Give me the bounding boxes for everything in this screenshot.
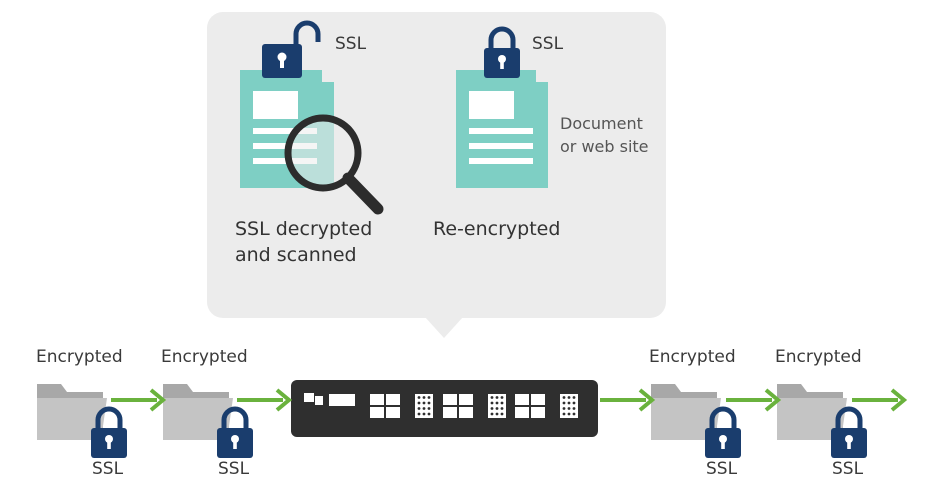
- reencrypted-document-icon: [456, 70, 548, 188]
- ssl-label-2: SSL: [218, 459, 250, 479]
- flow-arrow: [724, 388, 780, 412]
- ssl-label-unlocked: SSL: [335, 34, 367, 54]
- caption-decrypted-line2: and scanned: [235, 244, 357, 266]
- ssl-label-1: SSL: [92, 459, 124, 479]
- lock-icon: [217, 409, 253, 458]
- magnifier-icon: [284, 114, 384, 215]
- encrypted-label-3: Encrypted: [649, 347, 736, 367]
- caption-decrypted-line1: SSL decrypted: [235, 218, 373, 240]
- ssl-label-locked: SSL: [532, 34, 564, 54]
- port-group: [443, 394, 506, 418]
- ssl-label-4: SSL: [832, 459, 864, 479]
- encrypted-label-1: Encrypted: [36, 347, 123, 367]
- encrypted-label-4: Encrypted: [775, 347, 862, 367]
- flow-arrow: [109, 388, 165, 412]
- flow-arrow: [235, 388, 291, 412]
- lock-icon: [91, 409, 127, 458]
- ssl-label-3: SSL: [706, 459, 738, 479]
- flow-arrow: [598, 388, 654, 412]
- document-label-line2: or web site: [560, 137, 649, 156]
- caption-reencrypted: Re-encrypted: [433, 218, 561, 240]
- firewall-appliance: [291, 380, 598, 437]
- lock-icon: [705, 409, 741, 458]
- port-group: [370, 394, 433, 418]
- flow-arrow: [850, 388, 906, 412]
- lock-icon: [831, 409, 867, 458]
- unlocked-lock-icon: [262, 20, 321, 78]
- port-group: [515, 394, 578, 418]
- document-label-line1: Document: [560, 114, 643, 133]
- encrypted-label-2: Encrypted: [161, 347, 248, 367]
